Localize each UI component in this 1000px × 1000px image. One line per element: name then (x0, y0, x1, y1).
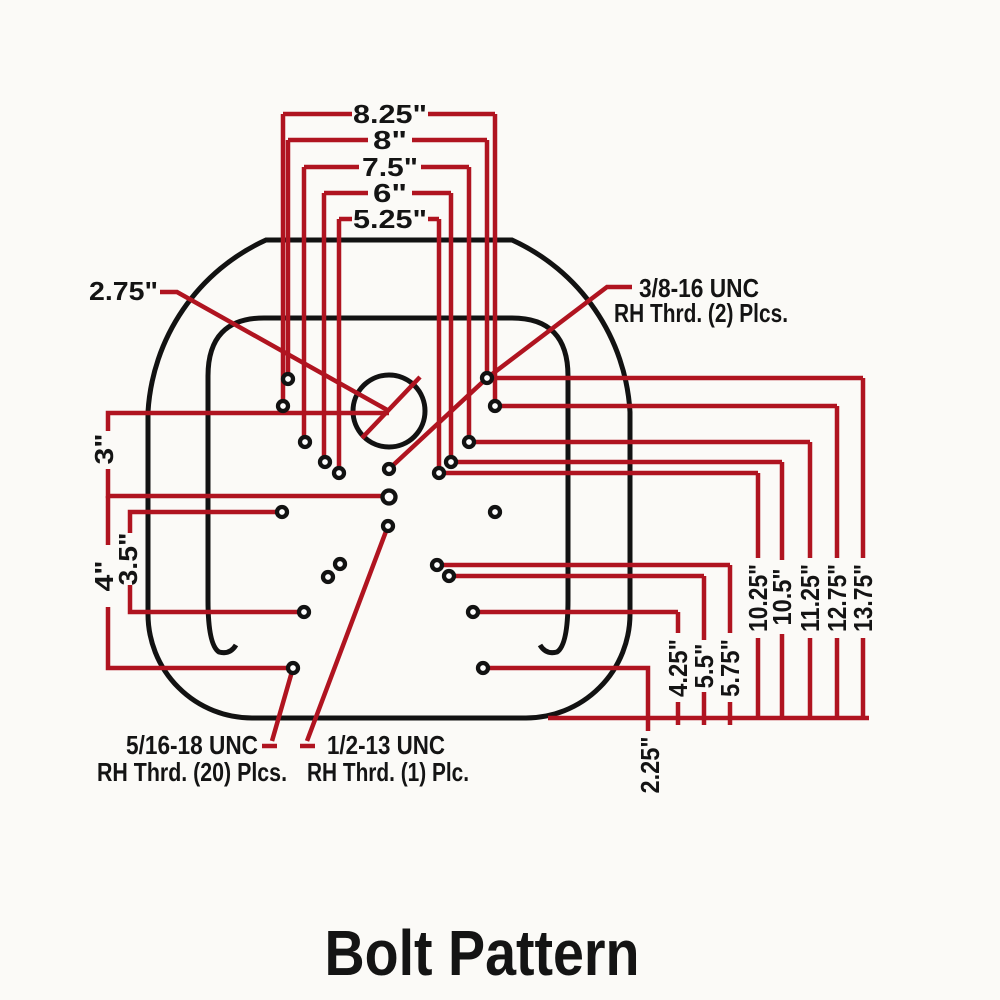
callout-5-16-18-line1: 5/16-18 UNC (126, 730, 258, 760)
bolt-hole (381, 461, 397, 477)
dim-label-3-5: 3.5" (113, 533, 143, 586)
bolt-hole (297, 434, 313, 450)
dim-label-11-25: 11.25" (795, 564, 825, 632)
callout-5-16-18-line2: RH Thrd. (20) Plcs. (97, 757, 287, 787)
bolt-hole (441, 568, 457, 584)
callout-3-8-16-line1: 3/8-16 UNC (639, 273, 759, 303)
dim-label-6: 6" (373, 178, 407, 208)
dim-label-4-25: 4.25" (663, 639, 693, 697)
dimension-labels: 8.25" 8" 7.5" 6" 5.25" 2.75" 3" 4" 3.5" … (89, 99, 878, 794)
bolt-hole (487, 398, 503, 414)
bolt-hole (296, 604, 312, 620)
callout-1-2-13-line1: 1/2-13 UNC (327, 730, 445, 760)
dim-label-5-25: 5.25" (353, 204, 427, 234)
dim-label-3: 3" (89, 434, 119, 465)
bolt-hole (280, 371, 296, 387)
callout-1-2-13-line2: RH Thrd. (1) Plc. (307, 757, 469, 787)
seat-outer-outline (145, 237, 633, 721)
dim-label-2-25: 2.25" (635, 737, 665, 794)
bolt-hole (275, 398, 291, 414)
dim-label-8-25: 8.25" (353, 99, 427, 129)
dimension-lines (105, 111, 869, 749)
bolt-hole (475, 660, 491, 676)
bolt-hole (380, 488, 398, 506)
bolt-hole (479, 370, 495, 386)
dim-label-12-75: 12.75" (822, 564, 852, 632)
bolt-hole (320, 569, 336, 585)
dim-label-10-25: 10.25" (743, 564, 773, 632)
dim-label-2-75: 2.75" (89, 276, 158, 306)
dim-label-7-5: 7.5" (362, 152, 418, 182)
dim-label-8: 8" (373, 125, 407, 155)
bolt-hole (380, 518, 396, 534)
bolt-hole (332, 556, 348, 572)
callout-3-8-16-line2: RH Thrd. (2) Plcs. (614, 298, 788, 328)
seat-inner-outline (205, 315, 571, 656)
bolt-hole (317, 454, 333, 470)
dim-label-10-5: 10.5" (767, 569, 797, 626)
bolt-hole (443, 454, 459, 470)
bolt-hole (487, 504, 503, 520)
page-title: Bolt Pattern (325, 917, 640, 989)
bolt-hole (465, 604, 481, 620)
bolt-hole (274, 504, 290, 520)
callouts: 3/8-16 UNC RH Thrd. (2) Plcs. 5/16-18 UN… (97, 273, 788, 787)
bolt-holes (274, 370, 503, 676)
dim-label-5-5: 5.5" (689, 644, 719, 689)
dim-label-13-75: 13.75" (848, 564, 878, 632)
bolt-hole (461, 434, 477, 450)
dim-label-4: 4" (89, 561, 119, 592)
bolt-hole (285, 660, 301, 676)
dim-label-5-75: 5.75" (715, 639, 745, 697)
bolt-hole (429, 557, 445, 573)
bolt-hole (431, 465, 447, 481)
bolt-hole (331, 465, 347, 481)
